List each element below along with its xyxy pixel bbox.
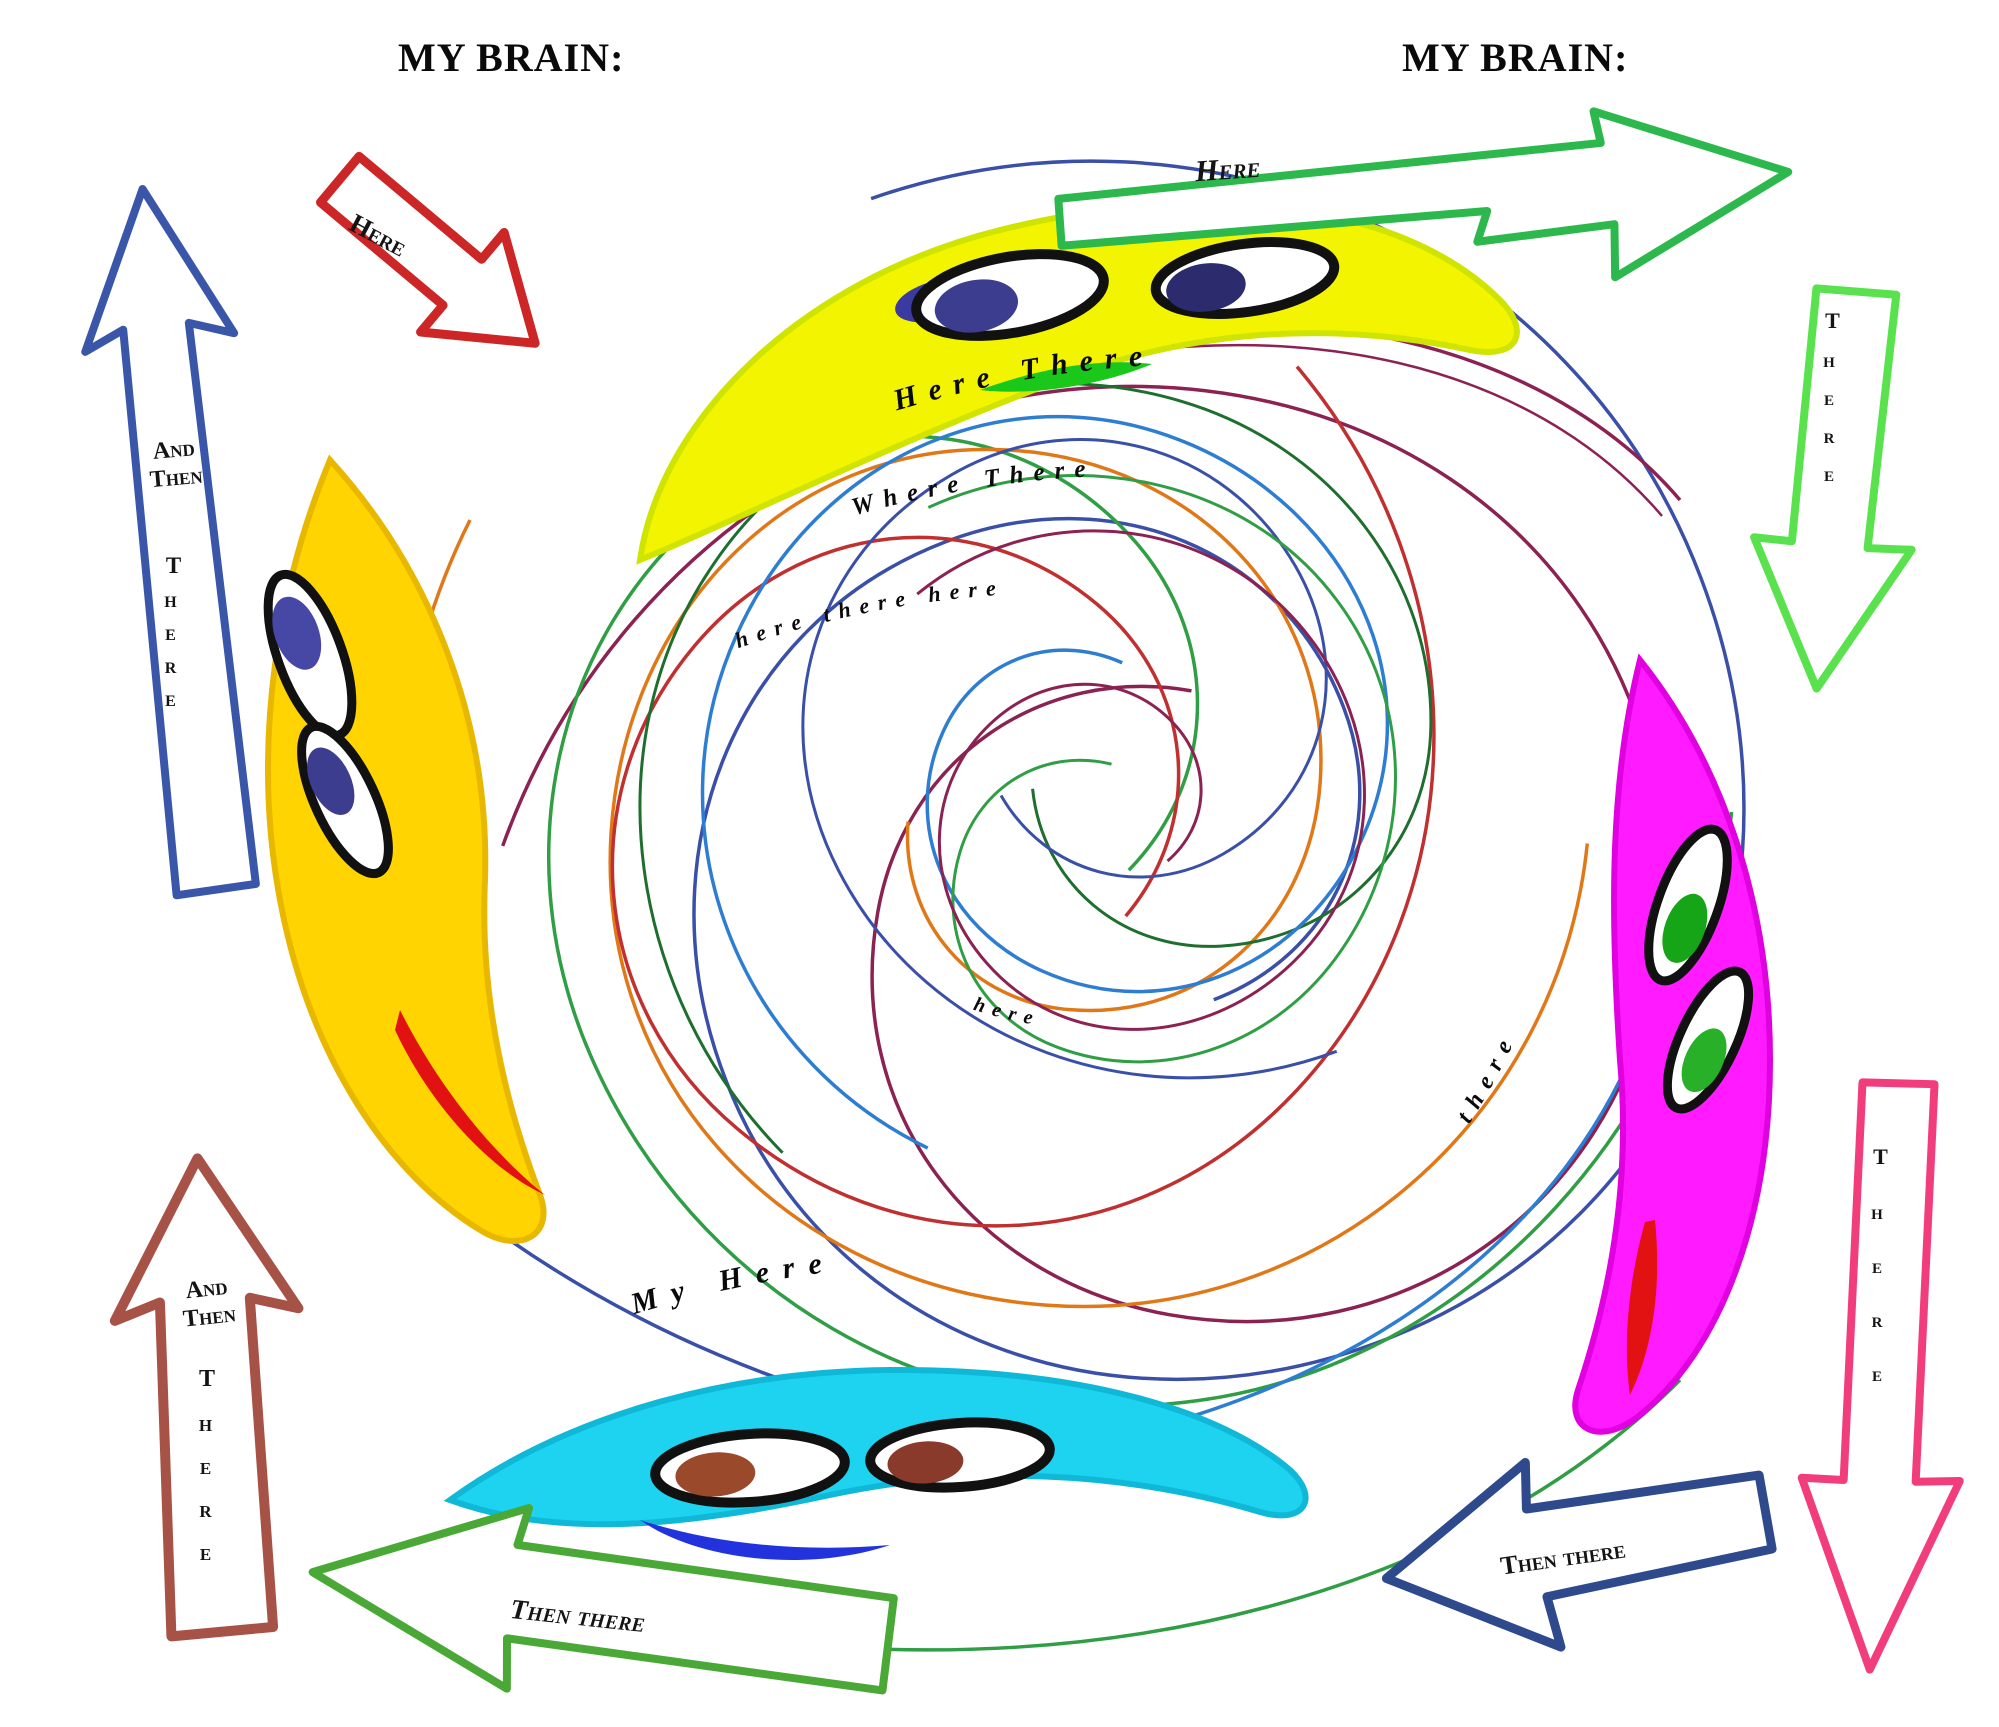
blob-magenta-red-slash <box>1626 1220 1658 1395</box>
arc-lightblue <box>1179 1079 1622 1422</box>
arrow-pink-there: There <box>1785 1072 1985 1687</box>
swirled-text-6: here <box>971 993 1042 1030</box>
arc-green <box>759 1378 1682 1652</box>
arrow-green-then-there: Then there <box>255 1504 905 1715</box>
eye <box>650 1428 850 1508</box>
arrow-navy-then-there: Then there <box>1350 1435 1780 1675</box>
pupil <box>272 596 322 670</box>
blob-yellow-green-slash <box>980 362 1152 392</box>
arrow-red-here: Here <box>290 150 590 450</box>
eye <box>911 249 1109 341</box>
arrow-green2-shape <box>308 1504 898 1695</box>
pupil <box>887 1441 964 1484</box>
arrow-lightgreen-there-label: There <box>1820 308 1845 507</box>
eye <box>1662 966 1754 1114</box>
eye <box>1644 824 1732 986</box>
page-title-right: MY BRAIN: <box>1402 35 1629 80</box>
pupil <box>1662 893 1708 963</box>
eye <box>297 721 393 879</box>
pupil <box>1681 1028 1727 1093</box>
blob-magenta <box>1572 653 1774 1435</box>
blob-yellow <box>636 200 1520 565</box>
pupil <box>675 1452 756 1497</box>
arrow-brown-shape <box>109 1153 304 1642</box>
eye <box>865 1417 1055 1493</box>
arrow-green-here: Here <box>1045 107 1815 305</box>
blob-gold-body <box>265 454 547 1244</box>
arrow-blue-and-then-there: And Then There <box>80 175 280 915</box>
arrow-brown-and-then-there: And Then There <box>95 1148 325 1648</box>
arrow-pink-shape <box>1797 1078 1964 1674</box>
pupil <box>307 747 355 815</box>
arrow-red-shape <box>316 151 540 348</box>
arrow-brown-label-there: There <box>194 1366 220 1588</box>
swirled-text-5: there <box>1452 1027 1522 1127</box>
blob-gold <box>263 454 547 1244</box>
blob-cyan <box>443 1366 1309 1561</box>
page-title-left: MY BRAIN: <box>398 35 625 80</box>
spiral-arm <box>441 281 1744 1390</box>
arrow-pink-there-label: There <box>1868 1144 1893 1423</box>
pupil <box>934 279 1019 333</box>
eye <box>1150 237 1340 319</box>
arrow-navy-shape <box>1381 1457 1777 1652</box>
arrow-blue-label-andthen: And Then <box>108 431 242 497</box>
arrow-lightgreen-shape <box>1750 284 1916 693</box>
arrow-green-here-label: Here <box>1193 150 1262 189</box>
spiral-arm <box>571 416 1619 1351</box>
arrow-blue-shape <box>81 184 260 900</box>
arrow-lightgreen-there: There <box>1735 280 1945 710</box>
swirled-text-3: here there here <box>732 575 1006 653</box>
arc-maroon-2 <box>1131 343 1663 517</box>
arrow-blue-label-there: There <box>161 553 186 726</box>
blob-cyan-blue-slash <box>640 1520 890 1561</box>
arrow-green-shape <box>1054 107 1793 282</box>
pupil <box>1166 263 1246 312</box>
